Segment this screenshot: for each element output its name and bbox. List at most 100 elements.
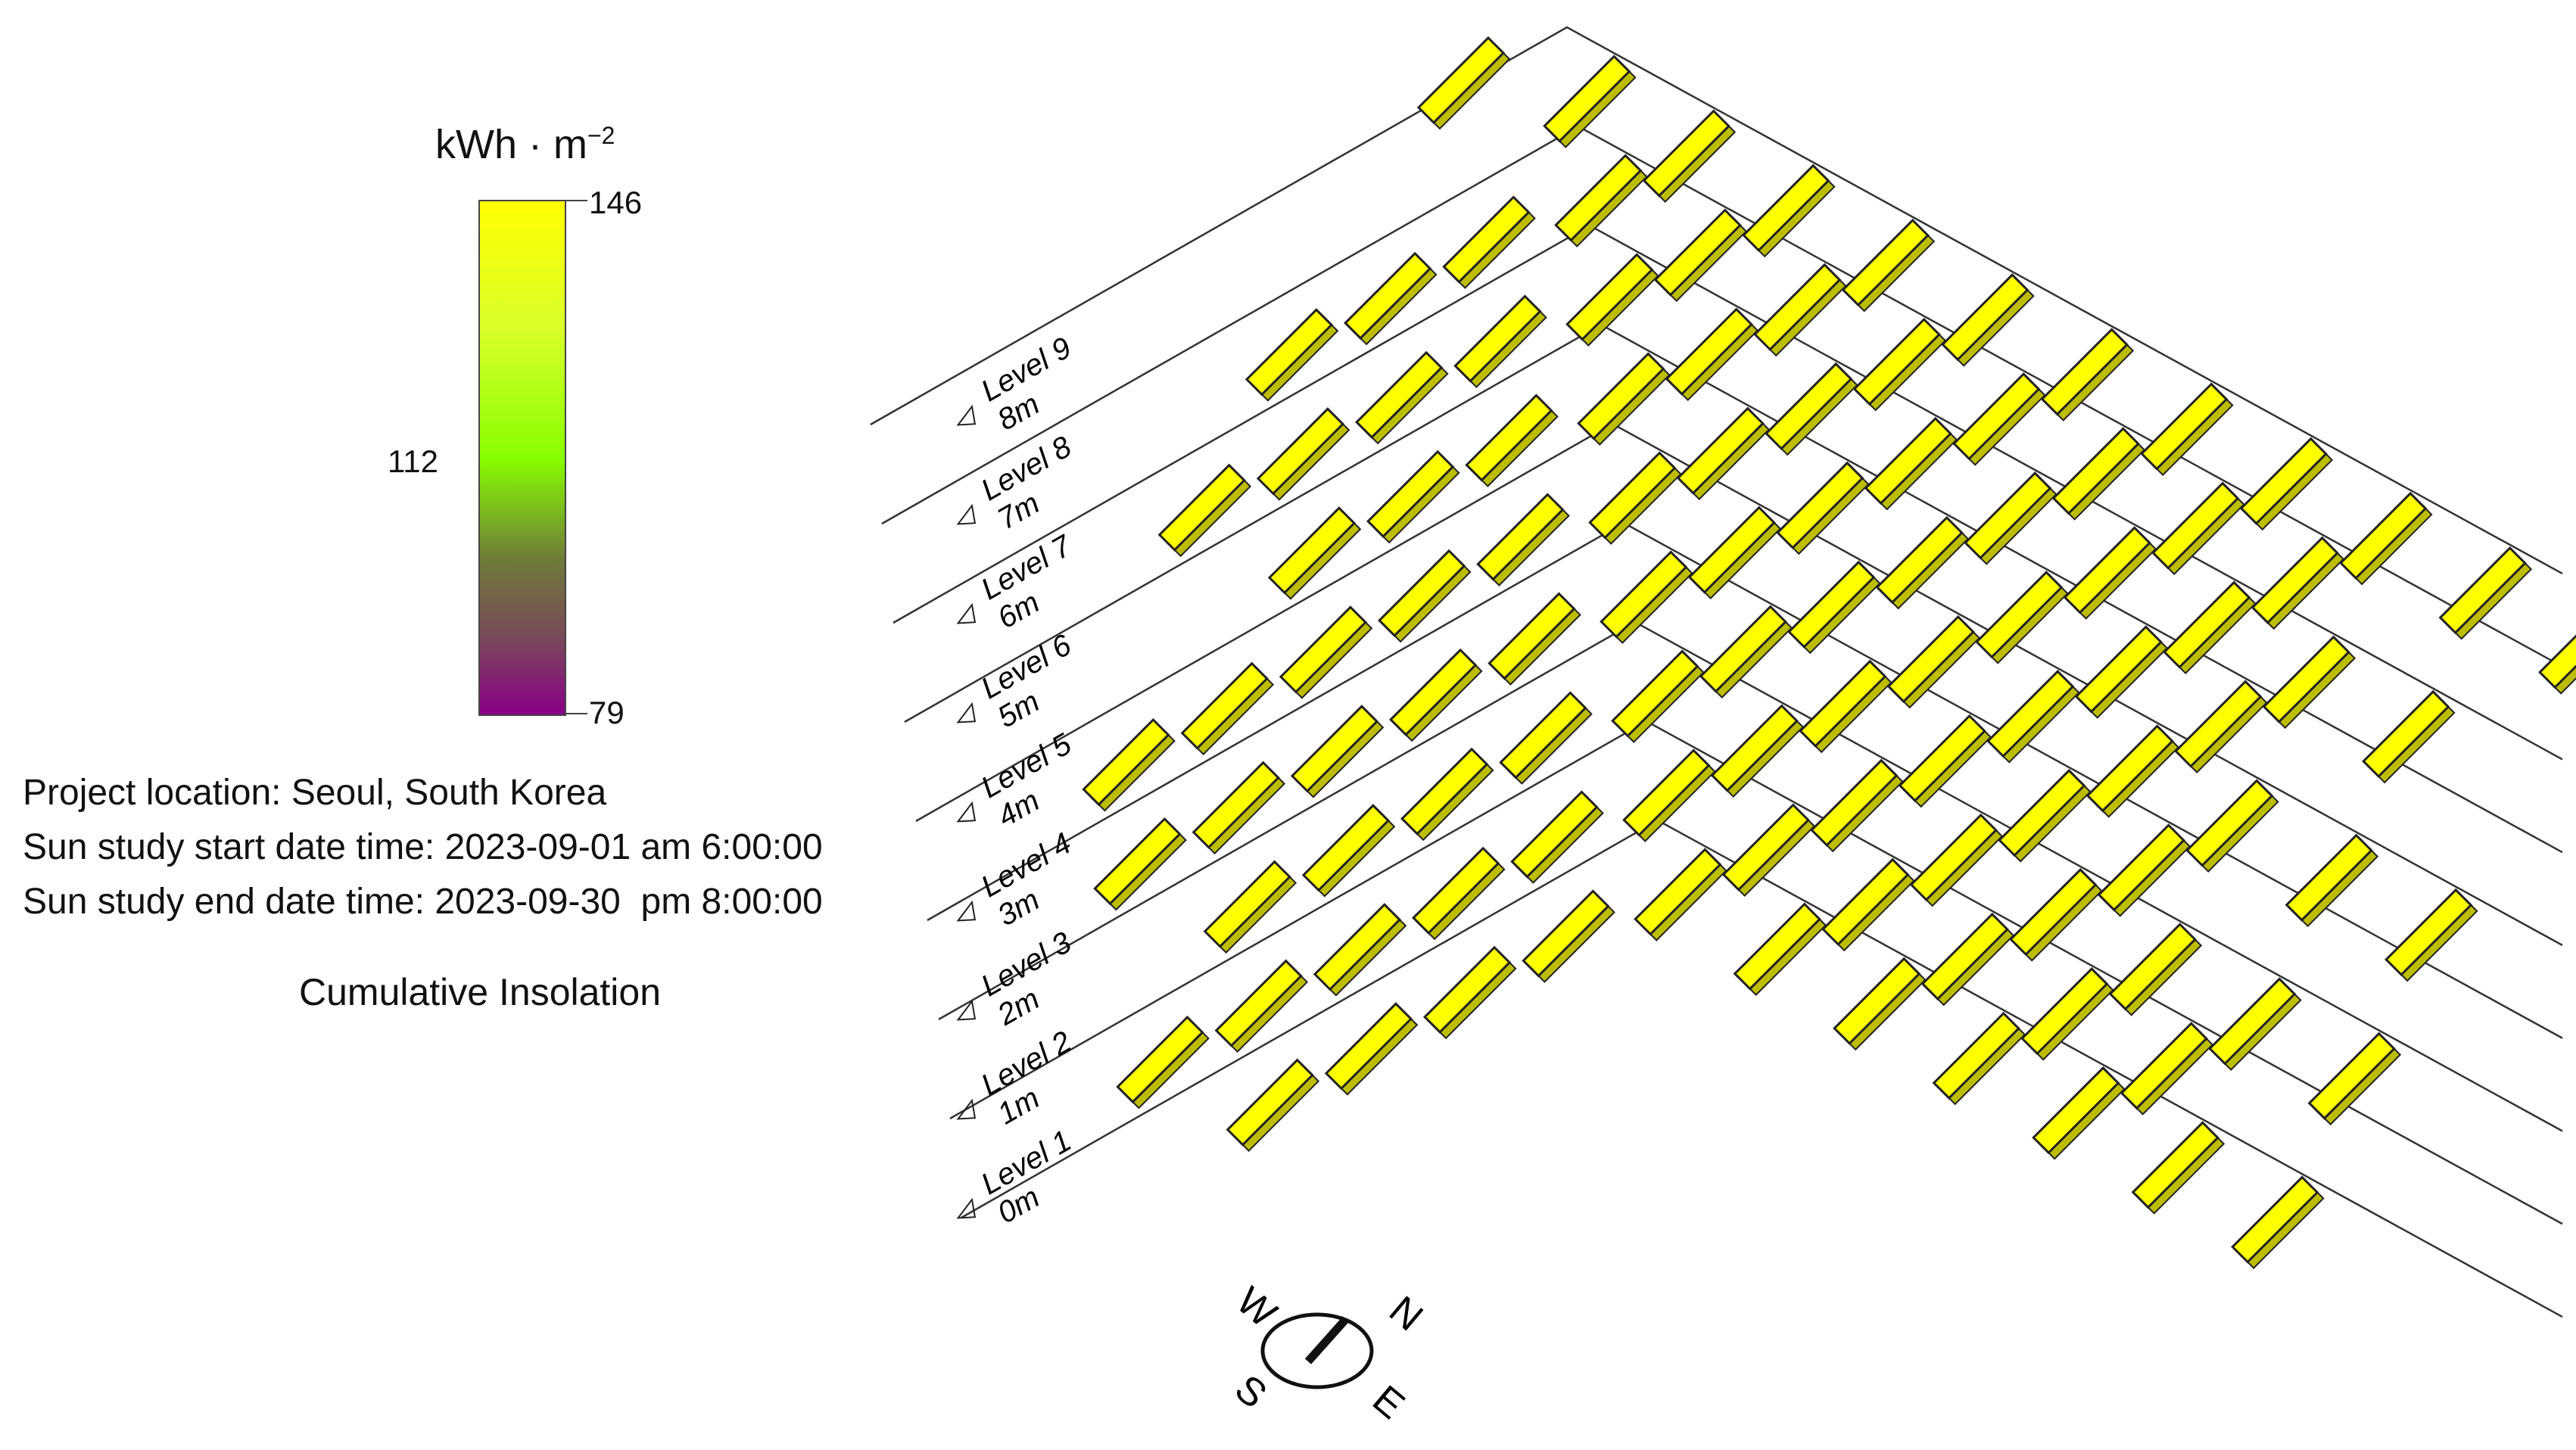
solar-panel (1776, 461, 1870, 555)
solar-panel (1543, 54, 1637, 148)
solar-panel (2074, 625, 2169, 719)
solar-panel (2208, 977, 2302, 1071)
solar-panel (1191, 761, 1286, 855)
solar-panel (1412, 846, 1506, 941)
legend-tick-min (565, 713, 587, 714)
solar-panel (1389, 648, 1483, 742)
solar-panel (2185, 779, 2279, 873)
solar-panel (1753, 263, 1847, 357)
solar-panel (1577, 352, 1671, 446)
solar-panel (1599, 550, 1693, 644)
compass-ring-icon (1260, 1312, 1374, 1389)
solar-panel (2108, 923, 2203, 1016)
solar-panel (1821, 857, 1915, 952)
solar-panel (1256, 407, 1350, 501)
solar-panel (1742, 163, 1836, 258)
level-label-5: Level 54m (956, 727, 1077, 833)
level-label-3: Level 32m (956, 926, 1077, 1032)
solar-panel (1487, 592, 1581, 686)
sun-study-end: Sun study end date time: 2023-09-30 pm 8… (23, 882, 823, 922)
solar-panels (1082, 36, 2576, 1269)
solar-panel (1710, 704, 1805, 798)
level-label-2: Level 21m (956, 1025, 1077, 1131)
legend-mid-value: 112 (388, 443, 438, 479)
solar-panel (1378, 549, 1472, 643)
solar-panel (2131, 1121, 2226, 1215)
solar-panel (1301, 804, 1396, 898)
solar-panel (1565, 253, 1659, 347)
solar-panel (1886, 615, 1981, 709)
solar-panel (1676, 406, 1771, 501)
solar-panel (1116, 1015, 1210, 1109)
solar-panel (1875, 515, 1970, 610)
solar-panel (1214, 959, 1309, 1053)
solar-panel (1522, 889, 1615, 983)
solar-panel (1453, 294, 1547, 388)
solar-panel (1324, 1002, 1419, 1096)
solar-panel (1841, 218, 1936, 313)
solar-panel (1909, 813, 2004, 907)
solar-panel (1476, 493, 1570, 587)
solar-panel (1416, 36, 1511, 130)
legend-max-value: 146 (589, 185, 643, 220)
solar-panel (2151, 481, 2245, 575)
solar-panel (2032, 1066, 2126, 1160)
solar-panel (2438, 546, 2533, 640)
solar-panel (2009, 868, 2103, 962)
legend-min-value: 79 (589, 695, 625, 730)
solar-panel (1313, 903, 1407, 997)
solar-panel (1290, 705, 1385, 798)
solar-panel (1180, 661, 1275, 756)
solar-panel (1157, 463, 1252, 558)
solar-panel (1952, 372, 2046, 466)
solar-panel (1733, 902, 1827, 997)
solar-panel (2239, 437, 2334, 531)
legend-tick-max (565, 200, 587, 201)
solar-panel (1898, 714, 1992, 808)
solar-panel (2384, 888, 2478, 982)
solar-panel (1499, 691, 1593, 785)
project-location: Project location: Seoul, South Korea (23, 773, 607, 813)
level-label-9: Level 98m (956, 331, 1077, 437)
solar-panel (2285, 833, 2379, 928)
compass-east: E (1364, 1377, 1413, 1428)
solar-panel (2262, 635, 2356, 730)
solar-panel (2063, 526, 2157, 620)
solar-panel (1093, 817, 1187, 911)
solar-panel (2538, 634, 2576, 695)
solar-panel (1442, 195, 1536, 289)
level-label-4: Level 43m (956, 826, 1077, 932)
solar-panel (2051, 427, 2146, 521)
solar-panel (1279, 605, 1373, 699)
level-label-8: Level 87m (956, 430, 1077, 536)
solar-panel (2140, 382, 2234, 476)
solar-panel (1833, 957, 1927, 1051)
level-label-1: Level 10m (956, 1124, 1077, 1230)
solar-panel (1423, 945, 1517, 1040)
caption: Cumulative Insolation (299, 971, 662, 1013)
solar-panel (1465, 394, 1559, 487)
solar-panel (1510, 790, 1604, 884)
level-label-6: Level 65m (956, 628, 1077, 734)
solar-panel (1203, 860, 1297, 954)
solar-panel (2040, 328, 2135, 422)
solar-panel (2085, 724, 2180, 818)
solar-panel (2174, 680, 2268, 773)
solar-panel (2231, 1175, 2325, 1269)
level-line-9 (870, 26, 2563, 575)
solar-panel (1611, 649, 1705, 743)
solar-panel (1400, 747, 1494, 842)
solar-panel (1642, 109, 1737, 204)
solar-panel (1941, 273, 2035, 367)
solar-panel (2362, 689, 2456, 784)
legend-color-bar (478, 200, 566, 716)
solar-panel (1226, 1058, 1320, 1153)
solar-panel (2307, 1031, 2402, 1126)
sun-study-start: Sun study start date time: 2023-09-01 am… (23, 827, 823, 867)
solar-panel (2120, 1022, 2214, 1116)
level-label-7: Level 76m (956, 528, 1078, 635)
solar-panel (2339, 491, 2433, 586)
solar-panel (1932, 1011, 2026, 1106)
